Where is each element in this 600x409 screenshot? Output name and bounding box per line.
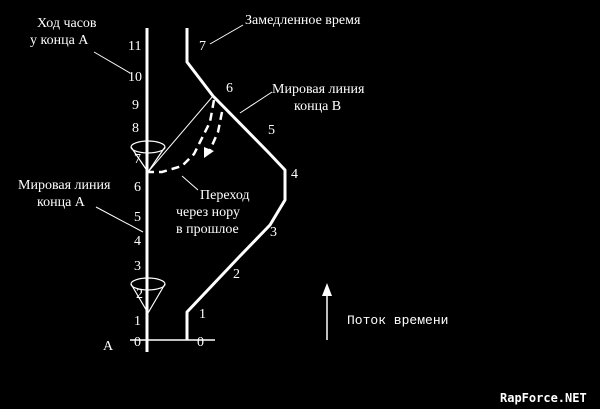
label-clock-a-line-2: у конца А <box>30 33 89 48</box>
label-worldline-b-line-1: Мировая линия <box>272 82 365 97</box>
label-point-a: А <box>103 339 114 354</box>
worldline-b <box>185 28 287 340</box>
pointer-clock-a <box>93 51 131 74</box>
label-time-flow: Поток времени <box>347 313 448 328</box>
ticks-b: 0 1 2 3 4 5 6 7 <box>197 39 298 350</box>
tick-a-0: 0 <box>134 335 141 350</box>
pointer-transition <box>181 175 199 191</box>
tick-a-5: 5 <box>134 210 141 225</box>
label-transition-line-2: через нору <box>176 205 240 220</box>
tick-b-1: 1 <box>199 307 206 322</box>
tick-a-10: 10 <box>128 70 142 85</box>
tick-a-4: 4 <box>134 234 141 249</box>
tick-a-6: 6 <box>134 180 141 195</box>
tick-b-6: 6 <box>226 81 233 96</box>
label-worldline-a-line-1: Мировая линия <box>18 178 111 193</box>
tick-a-11: 11 <box>128 39 141 54</box>
tick-b-5: 5 <box>268 123 275 138</box>
wormhole-arrowhead <box>204 147 214 158</box>
tick-b-3: 3 <box>270 225 277 240</box>
tick-a-9: 9 <box>132 98 139 113</box>
label-transition-line-1: Переход <box>200 188 250 203</box>
light-cone-upper <box>130 140 166 173</box>
wormhole-arrow-path <box>208 111 224 151</box>
connector-line-1 <box>147 95 214 173</box>
label-clock-a-line-1: Ход часов <box>37 16 97 31</box>
tick-b-2: 2 <box>233 267 240 282</box>
pointer-slowed <box>209 24 244 45</box>
tick-a-2: 2 <box>136 287 143 302</box>
tick-a-3: 3 <box>134 259 141 274</box>
wormhole-path <box>148 99 216 174</box>
pointer-worldline-b <box>239 91 273 114</box>
tick-b-7: 7 <box>199 39 206 54</box>
tick-b-4: 4 <box>291 167 298 182</box>
ticks-a: 0 1 2 3 4 5 6 7 8 9 10 11 <box>128 39 143 350</box>
tick-a-8: 8 <box>132 121 139 136</box>
label-slowed-time: Замедленное время <box>245 13 361 28</box>
tick-a-7: 7 <box>134 152 141 167</box>
light-cone-lower <box>130 277 166 314</box>
label-worldline-b-line-2: конца В <box>294 99 341 114</box>
time-flow-arrowhead <box>322 283 332 296</box>
watermark: RapForce.NET <box>500 391 587 405</box>
pointer-worldline-a <box>95 206 144 233</box>
tick-a-1: 1 <box>134 314 141 329</box>
tick-b-0: 0 <box>197 335 204 350</box>
label-worldline-a-line-2: конца А <box>37 195 86 210</box>
label-transition-line-3: в прошлое <box>176 222 239 237</box>
